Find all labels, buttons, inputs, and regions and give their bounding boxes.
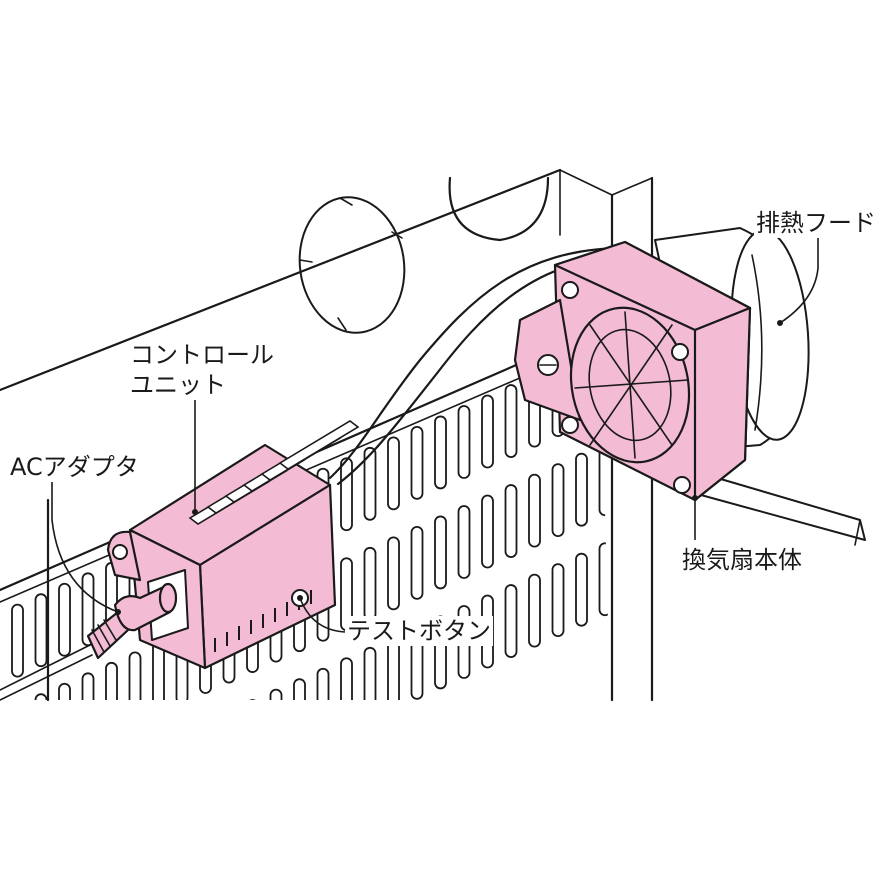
panel-slot [316,357,330,420]
panel-slot [410,525,424,600]
back-openings [298,176,550,334]
leader-lines [51,236,819,633]
panel-slot [128,651,142,700]
panel-slot [551,563,565,638]
panel-slot [575,552,588,627]
panel-slot [363,546,377,621]
panel-slot [363,446,377,521]
panel-slot [528,573,541,648]
panel-slot [598,542,610,617]
panel-slot [387,436,400,511]
panel-slot [457,405,471,479]
panel-slot [457,320,471,357]
panel-slot [387,636,400,700]
panel-slot [481,394,494,469]
label-control-unit-line2: ユニット [130,371,226,399]
panel-slot [36,794,47,866]
panel-slot [12,805,23,877]
panel-slot [58,682,71,700]
panel-slot [293,678,306,700]
panel-slot [293,368,306,431]
vent-slot [278,420,360,470]
label-ac-adapter: ACアダプタ [8,452,141,482]
panel-slot [387,536,400,611]
cables [328,246,622,486]
panel-slot [269,688,283,700]
label-control-unit-line1: コントロール [130,341,274,369]
label-fan-body: 換気扇本体 [680,545,804,575]
panel-slot [34,693,48,700]
panel-slot [528,473,541,548]
panel-slot [575,452,588,527]
panel-slot [504,484,518,558]
panel-slot [222,399,236,462]
ac-adapter-plug [0,582,178,701]
panel-slot [340,657,353,700]
panel-slot [434,415,447,490]
control-unit [106,420,360,670]
panel-slot [246,699,259,700]
panel-slot [177,731,188,803]
panel-slot [363,646,377,700]
panel-slot [504,320,518,336]
panel-slot [504,584,518,658]
panel-slot [152,641,165,700]
panel-slot [340,457,353,532]
panel-slot [434,515,447,590]
panel-slot [224,711,235,783]
panel-slot [81,672,95,700]
panel-slot [316,667,330,700]
panel-slot [12,705,23,777]
panel-slot [153,742,164,814]
panel-slot [105,661,118,700]
label-test-button: テストボタン [345,616,493,646]
panel-slot [504,384,518,458]
panel-slot [58,582,71,657]
panel-slot [130,752,141,824]
panel-slot [340,347,353,410]
panel-slot [387,326,400,389]
label-exhaust-hood: 排熱フード [754,208,878,238]
panel-slot [34,593,48,668]
panel-slot [83,773,94,845]
panel-slot [363,336,377,399]
panel-slot [200,721,211,793]
panel-slot [269,378,283,441]
panel-slot [59,784,70,856]
panel-slot [551,463,565,538]
fan-body [513,240,752,502]
panel-slot [246,389,259,451]
panel-slot [457,505,471,579]
panel-slot [410,425,424,500]
panel-slot [481,494,494,569]
panel-slot [106,763,117,835]
panel-slot [11,603,24,678]
